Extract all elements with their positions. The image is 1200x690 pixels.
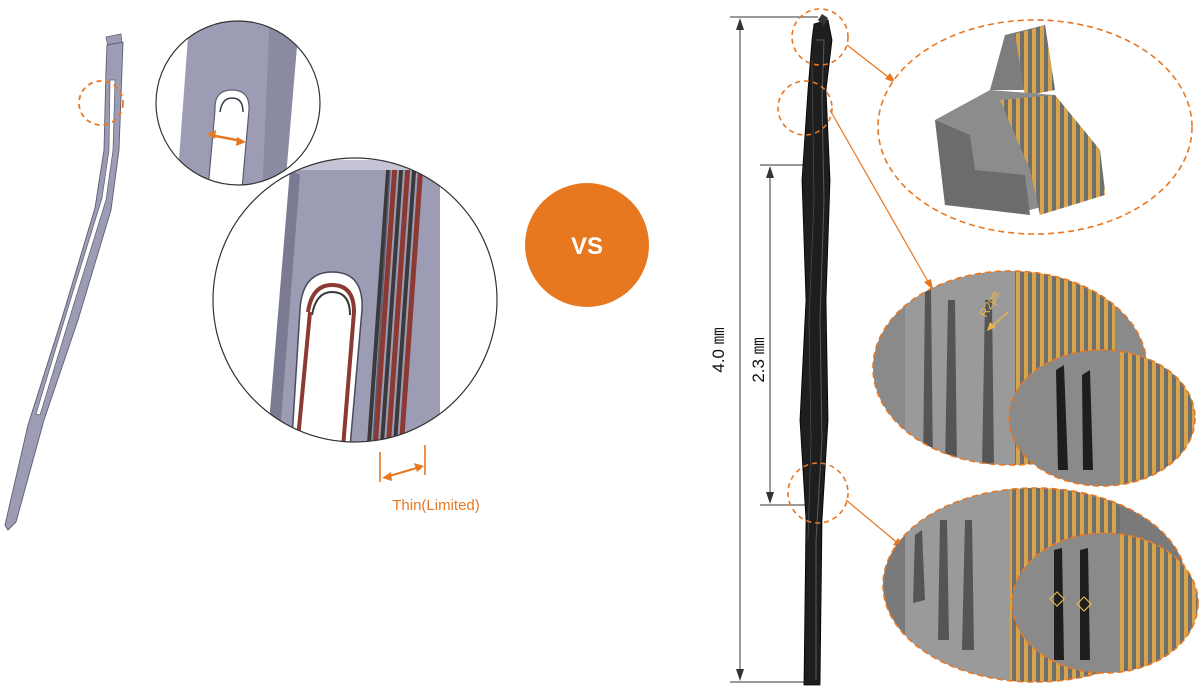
vs-label: VS <box>571 233 603 260</box>
probe-slot <box>35 79 116 416</box>
slot-detail-zoom <box>155 20 321 186</box>
stamped-probe <box>4 33 124 531</box>
thin-limited-label: Thin(Limited) <box>392 497 480 514</box>
mid-length-label: 2.3 ㎜ <box>749 337 768 382</box>
leader-arrows <box>829 44 933 548</box>
thin-dimension <box>379 445 426 482</box>
lower-marker-circle <box>787 462 849 524</box>
plating-detail-zoom <box>212 157 498 443</box>
probe-body <box>4 41 124 531</box>
tip-marker-circle <box>791 8 849 66</box>
detail-marker-circle <box>78 80 124 126</box>
total-length-label: 4.0 ㎜ <box>709 327 728 372</box>
tip-detail-zoom <box>877 19 1193 235</box>
mid-section-zoom: R2㎛ <box>872 270 1196 487</box>
vs-badge: VS <box>525 183 649 307</box>
lower-section-zoom <box>882 487 1199 683</box>
total-length-dimension <box>730 16 818 683</box>
mems-probe <box>799 14 833 686</box>
plating-layers <box>365 170 424 442</box>
upper-marker-circle <box>777 80 833 136</box>
